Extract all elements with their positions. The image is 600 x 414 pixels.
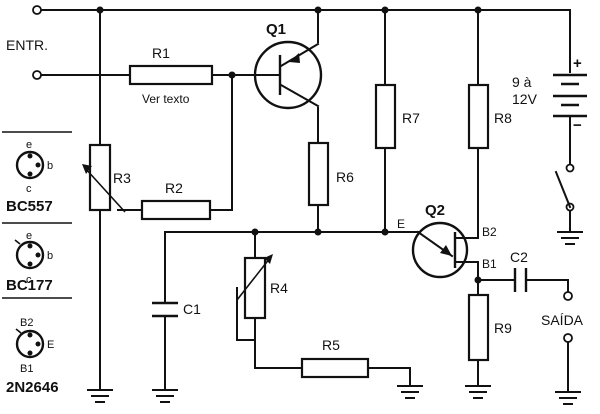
junction-dots — [96, 6, 482, 284]
capacitor-c2-label: C2 — [510, 249, 528, 265]
node-b2-label: B2 — [482, 225, 497, 239]
ground-icon — [152, 389, 178, 403]
battery-value-line1: 9 à — [512, 74, 532, 90]
ground-symbols — [87, 231, 583, 405]
output-label: SAÍDA — [541, 312, 584, 328]
switch — [554, 163, 575, 212]
battery — [553, 73, 587, 118]
potentiometer-r3-arrow — [84, 167, 126, 213]
potentiometer-r4 — [243, 256, 267, 320]
battery-minus-sign: − — [573, 117, 582, 134]
pinout-2n2646-name: 2N2646 — [6, 379, 59, 396]
node-b1-label: B1 — [482, 257, 497, 271]
transistor-q1-label: Q1 — [266, 21, 286, 38]
battery-value-line2: 12V — [512, 91, 538, 107]
resistor-r6 — [307, 141, 330, 207]
transistor-q2 — [411, 221, 479, 279]
pinout-2n2646-pin-b1: B1 — [20, 363, 33, 375]
ground-icon — [397, 385, 423, 399]
resistor-r5-label: R5 — [322, 337, 340, 353]
pinout-2n2646: B2 E B1 2N2646 — [6, 317, 59, 396]
potentiometer-r4-label: R4 — [270, 280, 288, 296]
capacitor-c2 — [513, 268, 528, 292]
potentiometer-r3-label: R3 — [113, 170, 131, 186]
node-e-label: E — [397, 217, 405, 231]
pinout-bc557-pin-c: c — [26, 183, 32, 195]
pinout-bc557-pin-b: b — [47, 160, 53, 172]
resistor-r5 — [300, 357, 370, 379]
pinout-bc557: e b c BC557 — [6, 139, 53, 215]
ground-icon — [465, 385, 491, 399]
pinout-bc177-name: BC177 — [6, 277, 53, 294]
output-terminal-bottom — [563, 333, 573, 343]
transistor-q1 — [253, 40, 323, 110]
potentiometer-r4-arrow — [236, 257, 271, 301]
resistor-r8 — [467, 83, 490, 150]
resistor-r1 — [128, 64, 214, 86]
output-terminal-top — [563, 291, 573, 301]
resistor-r8-label: R8 — [494, 110, 512, 126]
resistor-r2-label: R2 — [165, 180, 183, 196]
resistor-r7-label: R7 — [402, 110, 420, 126]
pinout-panel: e b c BC557 e b c BC177 B2 E B1 — [2, 131, 72, 396]
battery-plus-sign: + — [573, 55, 582, 72]
terminals — [32, 5, 573, 343]
pinout-bc177-pin-e: e — [26, 230, 32, 242]
potentiometer-r3 — [88, 143, 112, 212]
capacitor-c1 — [152, 301, 178, 318]
ground-icon — [557, 231, 583, 245]
pinout-bc557-name: BC557 — [6, 198, 53, 215]
input-label: ENTR. — [6, 37, 48, 53]
resistor-r9-label: R9 — [494, 320, 512, 336]
resistor-r6-label: R6 — [336, 169, 354, 185]
pinout-bc177-pin-c: c — [26, 274, 32, 286]
pinout-2n2646-pin-b2: B2 — [20, 317, 33, 329]
top-rail-terminal — [32, 5, 42, 15]
capacitor-c1-label: C1 — [183, 301, 201, 317]
pinout-bc177: e b c BC177 — [6, 230, 53, 294]
ground-icon — [87, 389, 113, 403]
wires — [39, 9, 571, 393]
resistor-r7 — [374, 83, 397, 150]
resistor-r9 — [467, 293, 490, 362]
input-terminal — [32, 70, 42, 80]
resistor-r1-note: Ver texto — [142, 92, 190, 106]
pinout-2n2646-pin-e: E — [47, 339, 54, 351]
resistor-r1-label: R1 — [152, 45, 170, 61]
pinout-bc557-pin-e: e — [26, 139, 32, 151]
resistor-r2 — [140, 199, 212, 221]
transistor-q2-label: Q2 — [425, 202, 445, 219]
pinout-bc177-pin-b: b — [47, 250, 53, 262]
ground-icon — [555, 391, 581, 405]
